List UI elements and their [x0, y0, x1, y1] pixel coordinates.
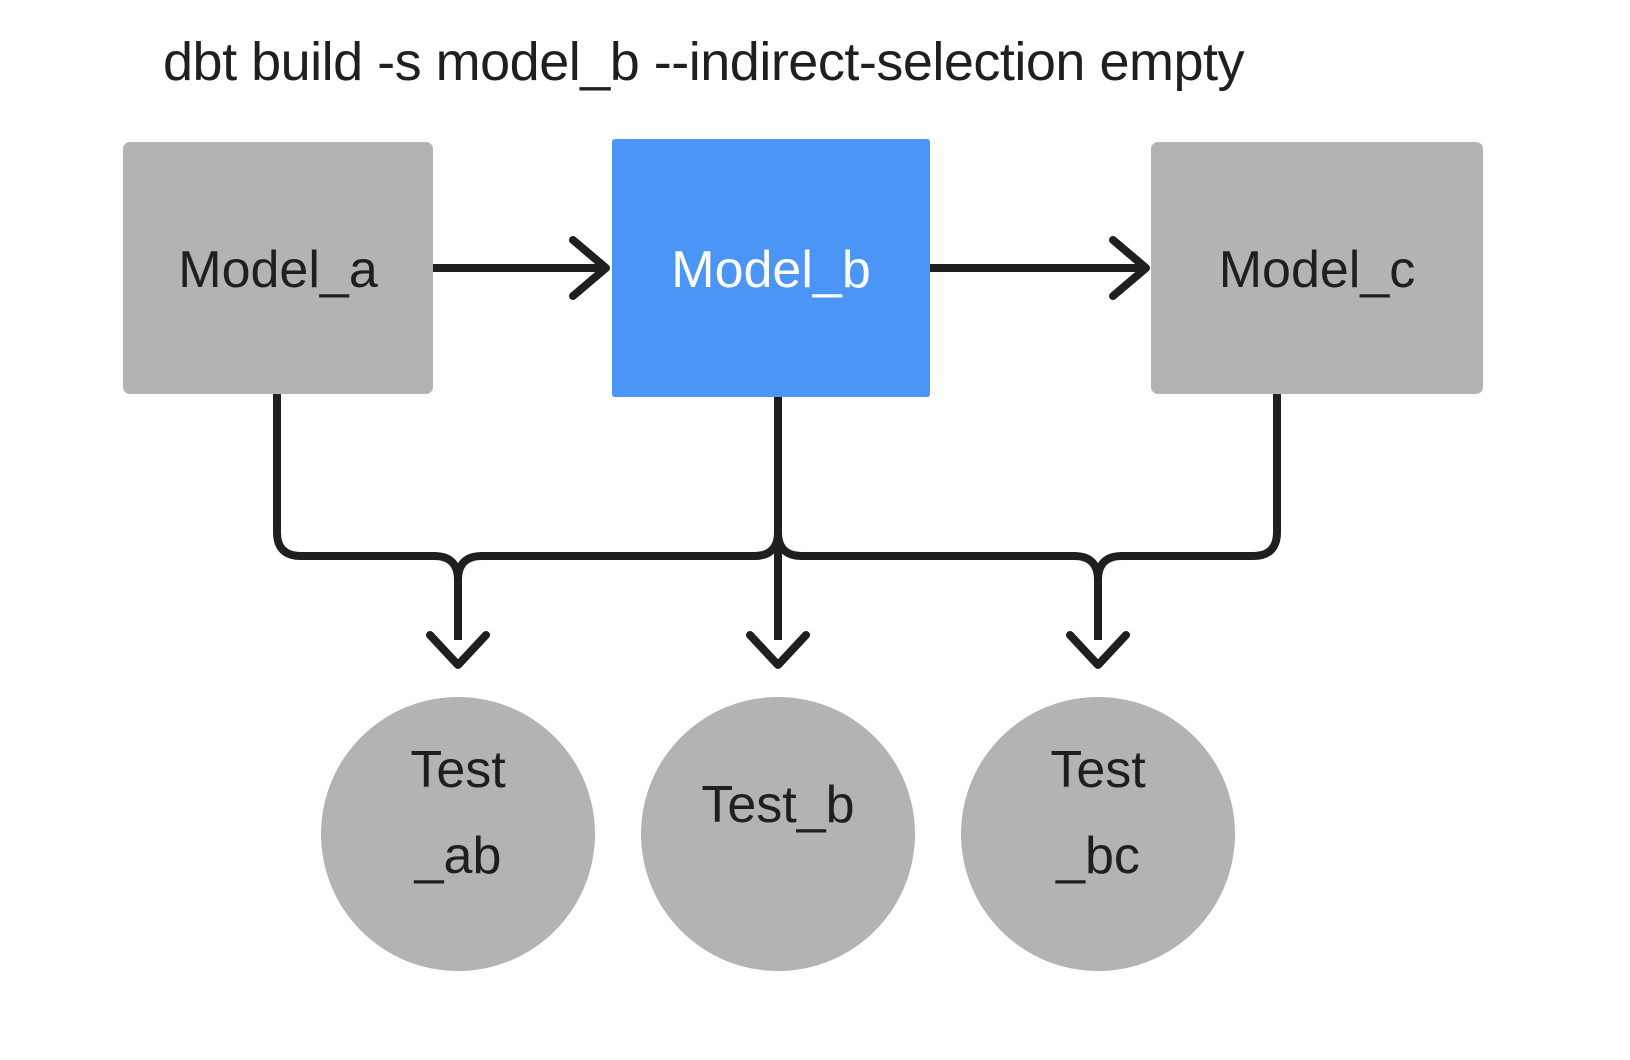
model-c-shape[interactable]: [1151, 142, 1483, 394]
arrowhead-test-b-in: [746, 631, 810, 669]
arrowhead-test-ab-in: [426, 631, 490, 669]
test-node-test-bc[interactable]: Test _bc: [961, 697, 1235, 971]
test-node-test-ab[interactable]: Test _ab: [321, 697, 595, 971]
model-node-model-a[interactable]: Model_a: [123, 142, 433, 394]
test-b-label-line1: Test_b: [701, 776, 854, 834]
model-node-model-b[interactable]: Model_b: [612, 139, 930, 397]
edge-model-b-to-test-bc: [774, 394, 1102, 640]
edge-layer: [273, 236, 1281, 669]
test-bc-label-line1: Test: [1050, 741, 1146, 799]
test-bc-shape[interactable]: [961, 697, 1235, 971]
model-b-shape[interactable]: [612, 139, 930, 397]
arrowhead-model-c-in: [1109, 236, 1150, 300]
test-ab-label-line1: Test: [410, 741, 506, 799]
edge-model-b-to-test-ab: [454, 394, 782, 640]
model-b-label: Model_b: [671, 241, 870, 299]
model-a-label: Model_a: [178, 241, 378, 299]
edge-model-c-to-test-bc: [1094, 394, 1281, 640]
model-a-shape[interactable]: [123, 142, 433, 394]
diagram-title: dbt build -s model_b --indirect-selectio…: [163, 32, 1244, 92]
edge-model-a-to-test-ab: [273, 394, 462, 640]
model-c-label: Model_c: [1219, 241, 1416, 299]
test-ab-shape[interactable]: [321, 697, 595, 971]
test-b-shape[interactable]: [641, 697, 915, 971]
model-node-model-c[interactable]: Model_c: [1151, 142, 1483, 394]
arrowhead-model-b-in: [569, 236, 610, 300]
test-bc-label-line2: _bc: [1055, 827, 1140, 885]
arrowhead-test-bc-in: [1066, 631, 1130, 669]
test-ab-label-line2: _ab: [414, 827, 502, 885]
test-node-test-b[interactable]: Test_b: [641, 697, 915, 971]
